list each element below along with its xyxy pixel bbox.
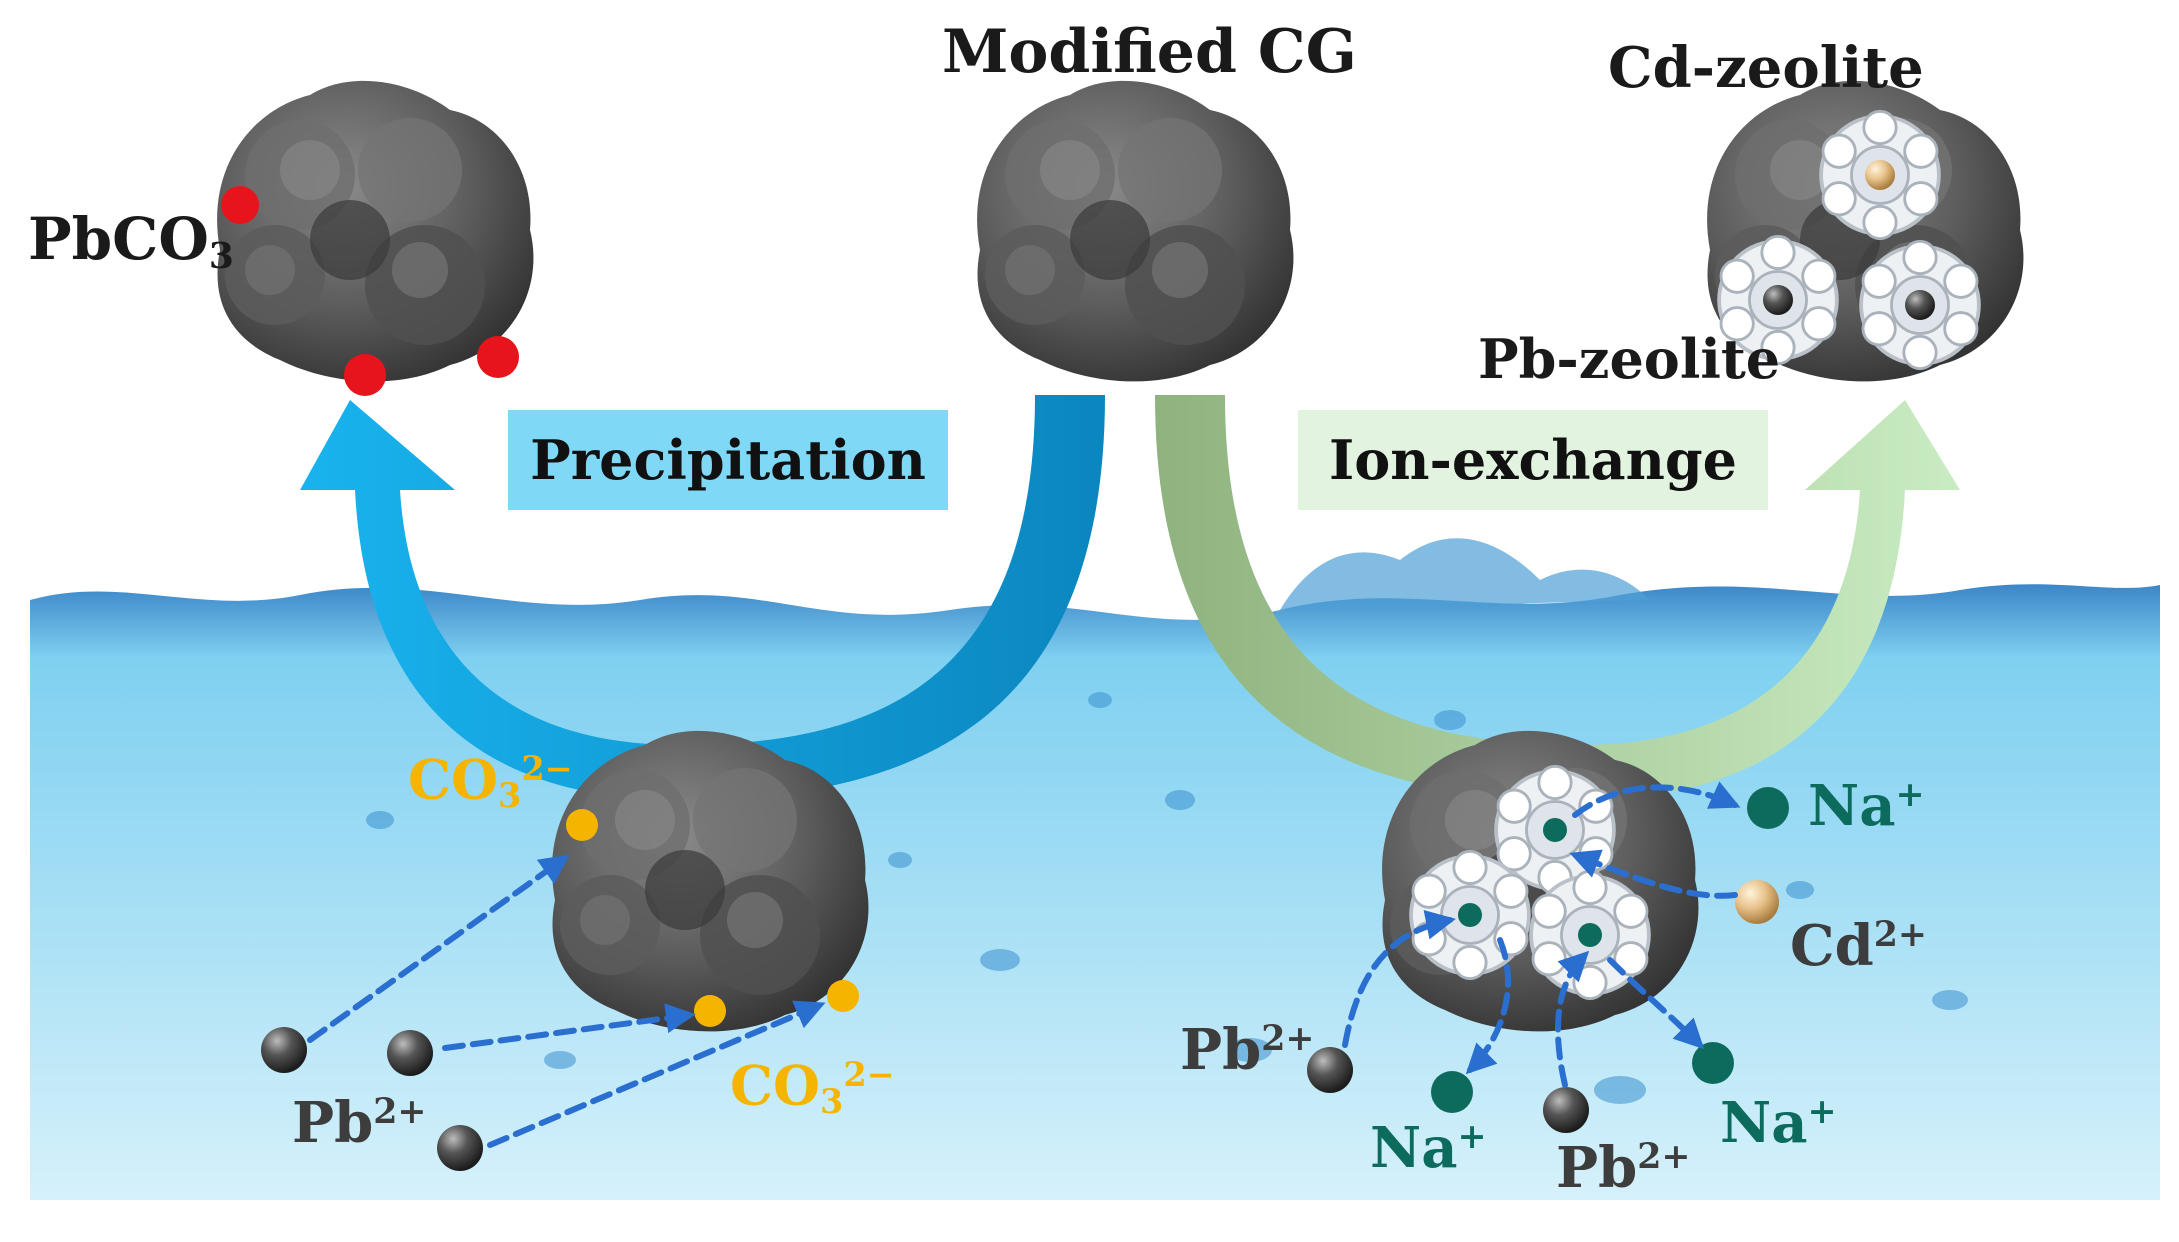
pbco3-dot	[477, 336, 519, 378]
pbco3-label: PbCO3	[28, 210, 234, 275]
na-ion	[1747, 787, 1789, 829]
modified-cg-label: Modified CG	[942, 17, 1357, 87]
pb-ion-label-middle: Pb2+	[1180, 1017, 1315, 1084]
pb-ion	[437, 1125, 483, 1171]
pb-zeolite-label: Pb-zeolite	[1478, 327, 1781, 391]
na-ion	[1431, 1071, 1473, 1113]
carbonate-dot	[566, 809, 598, 841]
carbonate-dot	[694, 995, 726, 1027]
na-ion-label-bottom-right: Na+	[1720, 1090, 1837, 1157]
pb-ion	[1307, 1047, 1353, 1093]
pb-ion	[261, 1027, 307, 1073]
pbco3-base: PbCO	[28, 205, 209, 273]
pbco3-dot	[221, 186, 259, 224]
na-ion	[1692, 1042, 1734, 1084]
dashed-arrow-icon	[1342, 781, 1741, 1088]
cd-ion	[1735, 880, 1779, 924]
pb-ion-in-cage-1	[1763, 285, 1793, 315]
na-ion-in-cage-2	[1458, 903, 1482, 927]
pb-ion-in-cage-2	[1905, 290, 1935, 320]
modified-cg-particle	[977, 80, 1294, 382]
pb-ion-label-bottom: Pb2+	[1556, 1135, 1691, 1202]
carbonate-dot	[827, 980, 859, 1012]
ion-exchange-arrow	[1155, 395, 1960, 800]
cd-ion-label: Cd2+	[1790, 913, 1927, 980]
ion-exchange-box	[1298, 410, 1768, 510]
ion-exchange-label: Ion-exchange	[1328, 428, 1737, 492]
pbco3-sub: 3	[208, 234, 234, 277]
pbco3-particle	[217, 80, 534, 382]
dashed-arrow-icon	[307, 854, 826, 1148]
carbonate-label-bottom: CO32−	[730, 1053, 895, 1121]
na-ion-in-cage-1	[1543, 818, 1567, 842]
carbonate-label-top: CO32−	[408, 747, 573, 815]
pb-ion-label-left: Pb2+	[292, 1090, 427, 1157]
water-bubbles	[366, 692, 1968, 1104]
cd-zeolite-label: Cd-zeolite	[1608, 35, 1924, 101]
water-splash	[1280, 538, 1650, 610]
na-ion-in-cage-3	[1578, 923, 1602, 947]
pb-ion	[1543, 1087, 1589, 1133]
pb-ion	[387, 1030, 433, 1076]
na-ion-label-top: Na+	[1808, 773, 1925, 840]
precipitation-particle	[552, 730, 869, 1032]
precipitation-arrow	[300, 395, 1105, 800]
na-ion-label-bottom-left: Na+	[1370, 1115, 1487, 1182]
pbco3-dot	[344, 354, 386, 396]
precipitation-box	[508, 410, 948, 510]
precipitation-label: Precipitation	[530, 428, 926, 492]
cd-ion-in-cage	[1865, 160, 1895, 190]
